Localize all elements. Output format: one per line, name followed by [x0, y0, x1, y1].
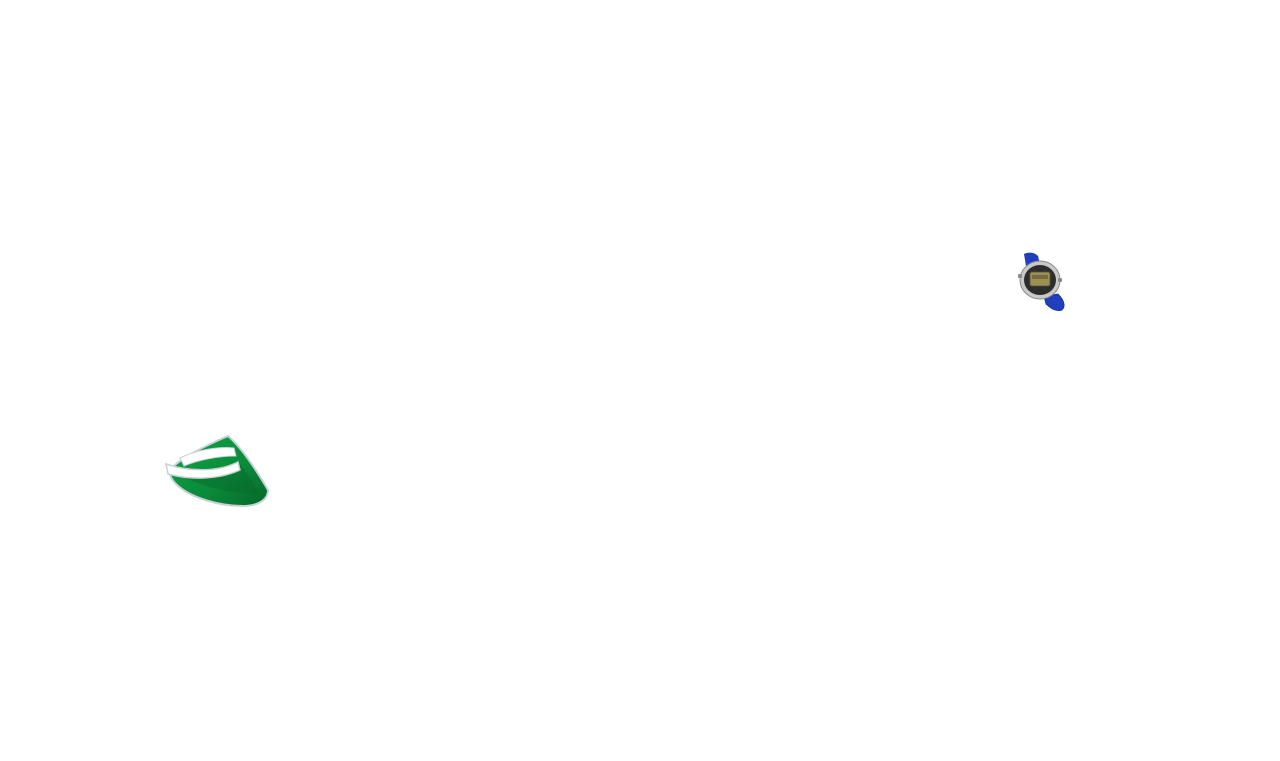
watch-button-right [1058, 278, 1062, 282]
watch-icon[interactable] [1012, 250, 1072, 316]
watch-button-left [1018, 274, 1022, 278]
watch-strap-bottom [1043, 293, 1065, 311]
visor-icon[interactable] [160, 428, 278, 514]
watch-display-shade [1032, 275, 1048, 279]
visor-band-loop [179, 447, 237, 467]
visor-band [165, 460, 241, 479]
visor-shade-inner [182, 464, 258, 494]
